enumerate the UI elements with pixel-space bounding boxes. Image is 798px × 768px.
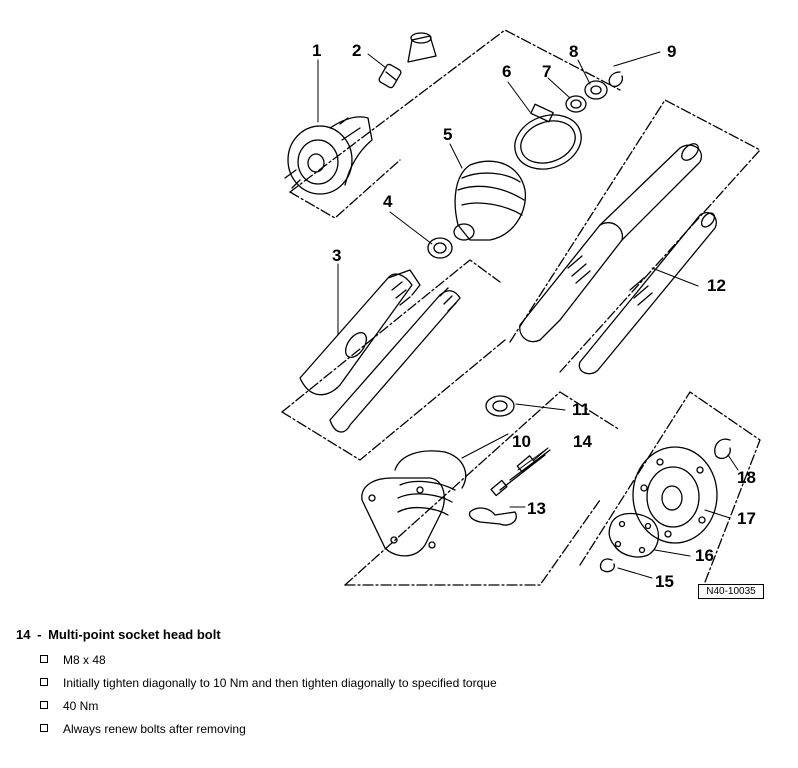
checkbox-bullet-icon	[40, 678, 48, 686]
legend-item-title: Multi-point socket head bolt	[48, 627, 221, 642]
callout-17: 17	[737, 509, 756, 528]
part-18-circlip	[714, 438, 731, 460]
callout-8: 8	[569, 42, 578, 61]
leader-lines	[317, 51, 739, 579]
callout-11: 11	[572, 400, 590, 419]
legend-note-text: M8 x 48	[63, 653, 106, 667]
callout-15: 15	[655, 572, 674, 591]
callout-9: 9	[667, 42, 676, 61]
legend-note-text: Always renew bolts after removing	[63, 722, 246, 736]
part-14-bolts	[490, 449, 551, 497]
part-16-gasket	[608, 512, 659, 558]
callout-4: 4	[383, 192, 393, 211]
callout-numbers: 1 2 3 4 5 6 7 8 9 10 11 12 13 14 15 16 1…	[312, 41, 756, 591]
figure-reference-code: N40-10035	[698, 584, 764, 599]
legend-note: 40 Nm	[40, 698, 497, 721]
checkbox-bullet-icon	[40, 724, 48, 732]
part-2-spacer	[378, 63, 402, 89]
part-12-drive-shaft	[519, 143, 717, 375]
callout-10: 10	[512, 432, 531, 451]
part-10-boot-flange	[361, 450, 467, 557]
callout-13: 13	[527, 499, 546, 518]
callout-6: 6	[502, 62, 511, 81]
part-9-circlip	[608, 71, 624, 88]
exploded-view-diagram: 1 2 3 4 5 6 7 8 9 10 11 12 13 14 15 16 1…	[281, 29, 761, 596]
callout-5: 5	[443, 125, 452, 144]
part-1-cv-joint	[284, 116, 373, 195]
part-3-drive-shaft	[299, 269, 461, 433]
part-6-clamp	[514, 103, 582, 170]
callout-14: 14	[573, 432, 592, 451]
legend-note-text: 40 Nm	[63, 699, 99, 713]
part-17-inner-cv-joint	[632, 446, 718, 544]
part-2-sleeve	[407, 32, 437, 63]
callout-16: 16	[695, 546, 714, 565]
callout-1: 1	[312, 41, 321, 60]
group-outline-top	[289, 29, 621, 219]
legend-note-text: Initially tighten diagonally to 10 Nm an…	[63, 676, 497, 690]
legend-notes: M8 x 48 Initially tighten diagonally to …	[40, 652, 497, 744]
part-11-collar	[485, 395, 515, 417]
callout-2: 2	[352, 41, 361, 60]
part-4-collar	[427, 237, 453, 259]
legend-separator: -	[37, 627, 42, 642]
checkbox-bullet-icon	[40, 701, 48, 709]
legend-note: Initially tighten diagonally to 10 Nm an…	[40, 675, 497, 698]
part-13-plate	[468, 507, 517, 526]
legend-note: M8 x 48	[40, 652, 497, 675]
callout-18: 18	[737, 468, 756, 487]
callout-3: 3	[332, 246, 341, 265]
callout-12: 12	[707, 276, 726, 295]
legend-title-row: 14 - Multi-point socket head bolt	[16, 627, 221, 642]
legend-item-number: 14	[16, 627, 31, 642]
part-7-washer	[565, 95, 587, 113]
checkbox-bullet-icon	[40, 655, 48, 663]
group-outline-shaft-group	[281, 99, 761, 461]
callout-7: 7	[542, 62, 551, 81]
part-5-boot	[453, 160, 527, 241]
part-8-washer	[584, 80, 608, 100]
legend-note: Always renew bolts after removing	[40, 721, 497, 744]
part-15-circlip	[599, 558, 615, 573]
